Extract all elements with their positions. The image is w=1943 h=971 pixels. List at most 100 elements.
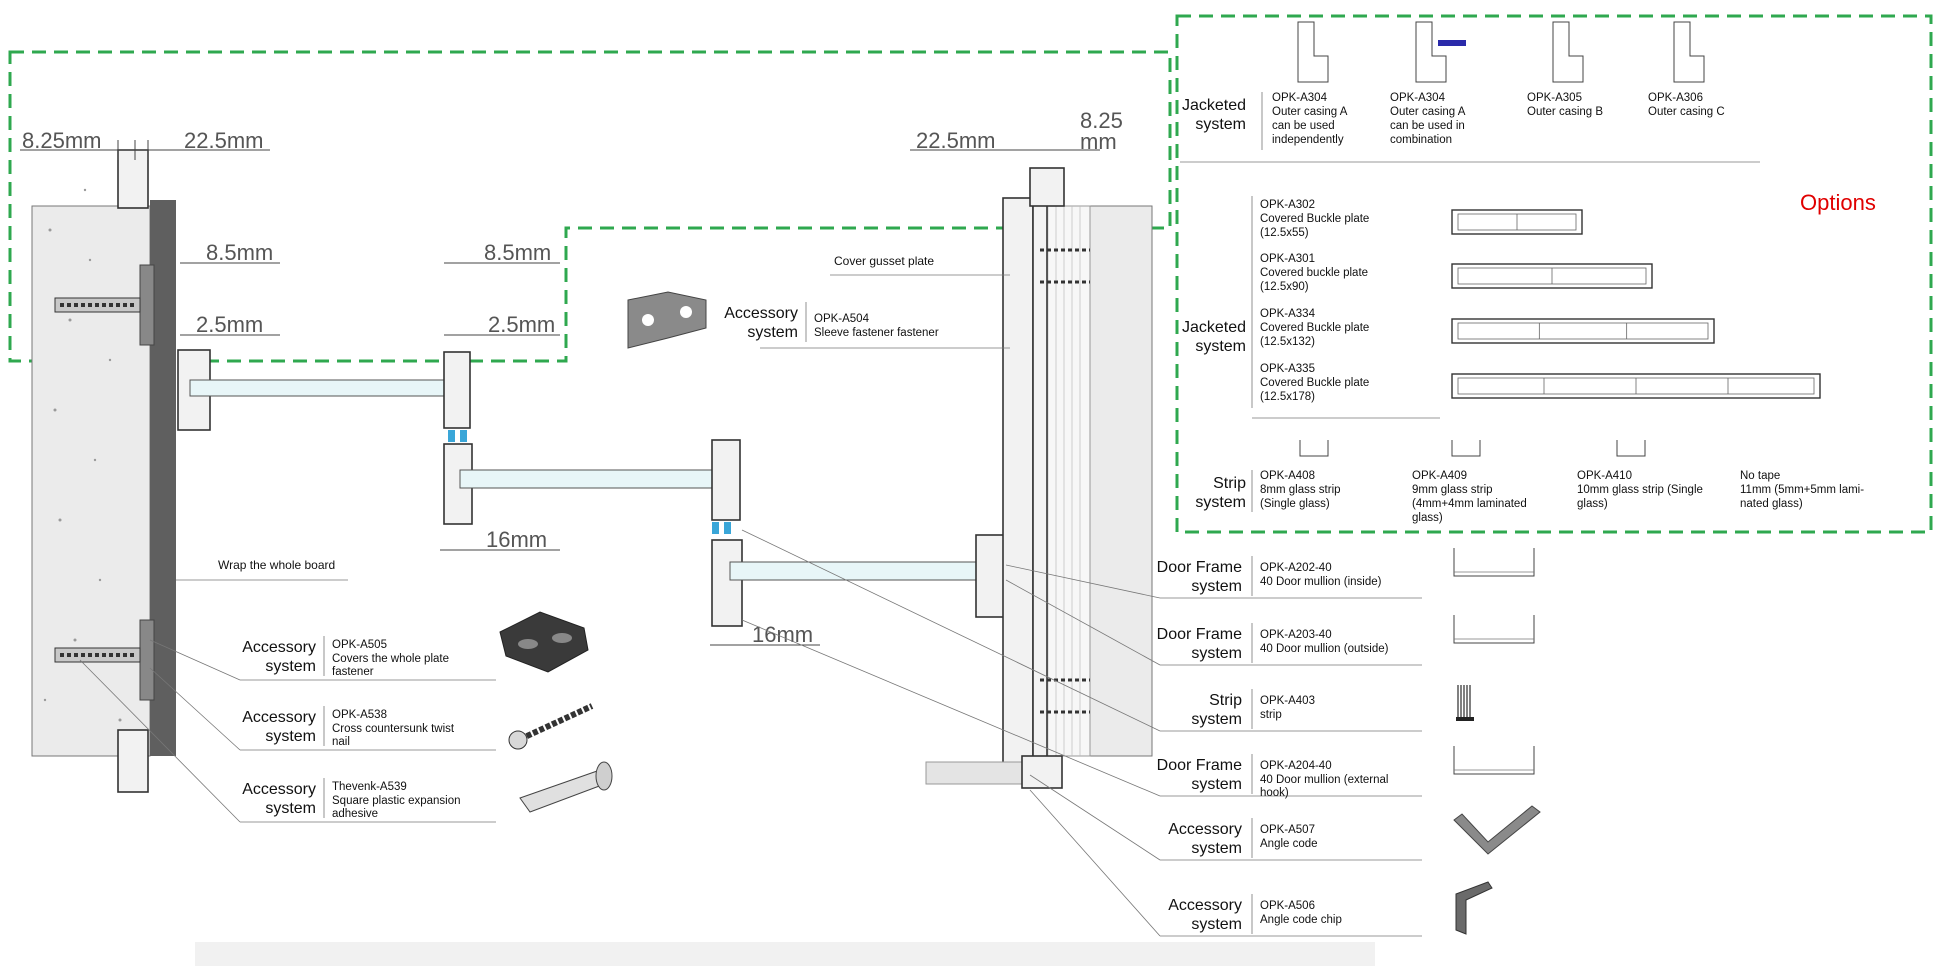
strip-options-sys1: Strip (1213, 475, 1246, 492)
twist-nail-icon (508, 703, 594, 750)
accessory-a504-callout: Accessory system OPK-A504 Sleeve fastene… (627, 291, 1010, 349)
left-callout-code: OPK-A505 (332, 639, 387, 651)
strip-option-d3: glass) (1412, 512, 1443, 524)
jacketed-top-d1: Outer casing B (1527, 106, 1603, 118)
cover-gusset-label: Cover gusset plate (834, 254, 934, 268)
glass-strip-icon (1616, 440, 1646, 457)
right-callout-code: OPK-A202-40 (1260, 562, 1332, 574)
right-callout-desc1: 40 Door mullion (outside) (1260, 643, 1389, 655)
left-wall-assembly (31, 149, 176, 793)
right-callout-desc1: Angle code (1260, 838, 1318, 850)
left-callout-leader (79, 659, 241, 823)
buckle-plate-icon (1451, 209, 1583, 235)
buckle-plate-icon (1451, 263, 1653, 289)
dim-left-225: 22.5mm (184, 128, 263, 153)
right-callout-desc1: strip (1260, 709, 1282, 721)
jacketed-top-code: OPK-A305 (1527, 92, 1582, 104)
clip-4 (724, 522, 731, 534)
buckle-plate-icon (1451, 373, 1821, 399)
strip-option-d2: (Single glass) (1260, 498, 1330, 510)
right-callout-desc1: Angle code chip (1260, 914, 1342, 926)
dim-left-85: 8.5mm (206, 240, 273, 265)
outer-casing-icon (1415, 21, 1466, 83)
clip-3 (712, 522, 719, 534)
plate-d2: (12.5x132) (1260, 336, 1315, 348)
outer-casing-icon (1673, 21, 1705, 83)
expansion-plug-icon (519, 761, 613, 813)
plate-fastener-bottom (139, 619, 155, 701)
dim-left-825: 8.25mm (22, 128, 101, 153)
right-callout-sys2: system (1191, 776, 1242, 793)
plate-fastener-icon (499, 611, 589, 673)
jacketed-plates-sys1: Jacketed (1182, 319, 1246, 336)
left-callout-desc1: Cross countersunk twist (332, 723, 455, 735)
a504-sys1: Accessory (724, 305, 798, 322)
strip-option-d2: glass) (1577, 498, 1608, 510)
dim-right-225: 22.5mm (916, 128, 995, 153)
plate-code: OPK-A334 (1260, 308, 1316, 320)
jacketed-top-d1: Outer casing A (1390, 106, 1466, 118)
right-callout-sys2: system (1191, 840, 1242, 857)
right-callout-code: OPK-A507 (1260, 824, 1315, 836)
wrap-board-label: Wrap the whole board (218, 558, 335, 572)
plate-d1: Covered Buckle plate (1260, 377, 1369, 389)
right-callout-sys1: Door Frame (1157, 626, 1242, 643)
left-callout-leader (149, 639, 241, 681)
strip-option-code: OPK-A410 (1577, 470, 1632, 482)
plate-fastener-top (139, 264, 155, 346)
right-callout-code: OPK-A506 (1260, 900, 1315, 912)
left-callout-code: Thevenk-A539 (332, 781, 407, 793)
jacketed-top-code: OPK-A304 (1390, 92, 1446, 104)
dim-left-25: 2.5mm (196, 312, 263, 337)
strip-option-code: OPK-A408 (1260, 470, 1315, 482)
strip-option-d1: 11mm (5mm+5mm lami- (1740, 484, 1864, 496)
jacketed-plates-group: Jacketed system (1182, 196, 1440, 419)
plate-d2: (12.5x90) (1260, 281, 1309, 293)
door-mullion-outside-icon (1453, 615, 1535, 644)
right-callout-sys1: Accessory (1168, 897, 1242, 914)
mid-profile-upper (443, 351, 471, 429)
dimension-lines (20, 140, 1100, 646)
dim-right-825-l1: 8.25 (1080, 108, 1123, 133)
right-top-casing (1029, 167, 1065, 207)
right-callout-code: OPK-A403 (1260, 695, 1315, 707)
expansion-anchor-bottom (54, 647, 141, 663)
dim-mid-16b: 16mm (752, 622, 813, 647)
dim-mid-25: 2.5mm (488, 312, 555, 337)
outer-casing-icon (1297, 21, 1329, 83)
left-callout-sys1: Accessory (242, 639, 316, 656)
strip-lines (1047, 206, 1081, 756)
plate-d1: Covered buckle plate (1260, 267, 1368, 279)
right-callout-code: OPK-A204-40 (1260, 760, 1332, 772)
plate-d2: (12.5x178) (1260, 391, 1315, 403)
jacketed-top-d2: can be used (1272, 120, 1335, 132)
angle-code-icon (1453, 805, 1541, 855)
glass-panel-2 (459, 469, 726, 489)
dim-right-825-l2: mm (1080, 129, 1117, 154)
external-hook-mullion-icon (1453, 746, 1535, 775)
strip-options-group: Strip system (1195, 470, 1253, 512)
left-callout-sys1: Accessory (242, 781, 316, 798)
right-callout-sys2: system (1191, 916, 1242, 933)
right-callout-desc2: hook) (1260, 787, 1289, 799)
right-screws (1040, 248, 1090, 714)
dim-mid-16a: 16mm (486, 527, 547, 552)
glass-strip-icon (1299, 440, 1329, 457)
right-callout-code: OPK-A203-40 (1260, 629, 1332, 641)
jacketed-top-d3: independently (1272, 134, 1344, 146)
glass-panel-1 (189, 379, 449, 397)
door-mullion-inside-icon (1453, 548, 1535, 577)
jacketed-top-sys2: system (1195, 116, 1246, 133)
right-callout-sys2: system (1191, 645, 1242, 662)
angle-code-chip-icon (1455, 881, 1493, 935)
jacketed-top-group: Jacketed system (1180, 92, 1760, 163)
strip-option-d1: 10mm glass strip (Single (1577, 484, 1703, 496)
right-door-profile (975, 534, 1007, 618)
right-callouts: Door Frame system OPK-A202-40 40 Door mulli… (741, 529, 1541, 937)
plate-d1: Covered Buckle plate (1260, 213, 1369, 225)
outer-casing-icon (1552, 21, 1584, 83)
